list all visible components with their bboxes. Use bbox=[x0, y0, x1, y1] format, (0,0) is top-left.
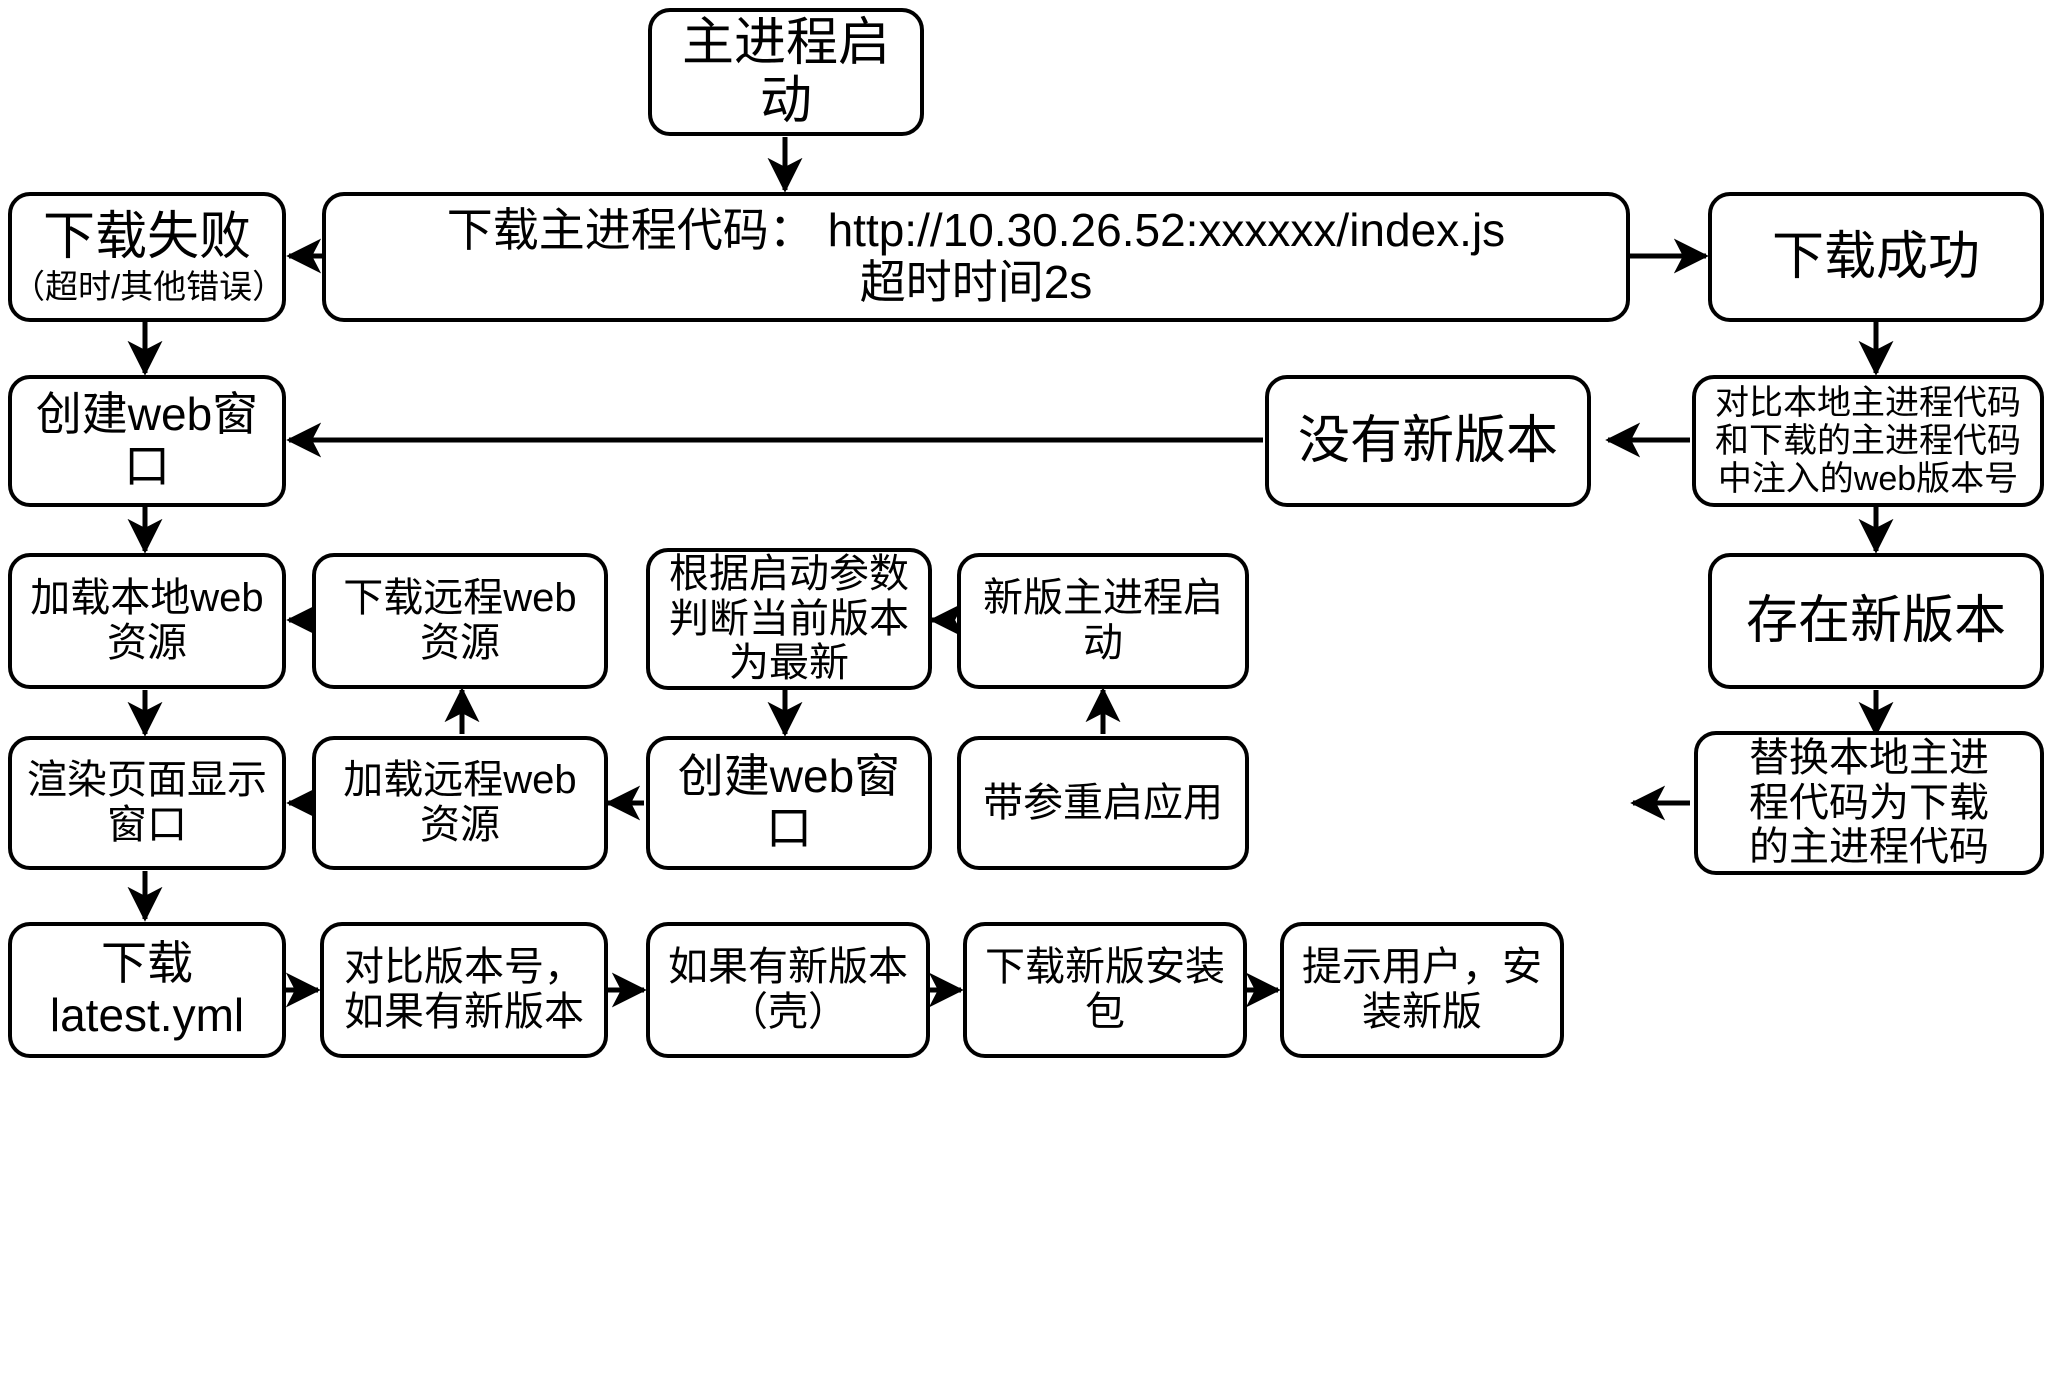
node-label: 下载主进程代码： http://10.30.26.52:xxxxxx/index… bbox=[446, 204, 1506, 308]
node-label: 下载成功 bbox=[1771, 227, 1980, 286]
node-create-web-window[interactable]: 创建web窗口 bbox=[8, 375, 286, 507]
node-no-new-version[interactable]: 没有新版本 bbox=[1265, 375, 1591, 507]
node-download-new-installer[interactable]: 下载新版安装 包 bbox=[963, 922, 1247, 1058]
node-label: 提示用户，安 装新版 bbox=[1302, 945, 1542, 1034]
node-notify-user-install[interactable]: 提示用户，安 装新版 bbox=[1280, 922, 1564, 1058]
node-label: 下载失败 bbox=[42, 208, 251, 267]
node-label: 新版主进程启 动 bbox=[983, 576, 1223, 665]
node-label: 下载远程web 资源 bbox=[343, 576, 577, 665]
node-label: 带参重启应用 bbox=[983, 780, 1223, 825]
node-label: 加载本地web 资源 bbox=[30, 576, 264, 665]
node-label: 创建web窗口 bbox=[677, 750, 901, 854]
node-if-new-version-shell[interactable]: 如果有新版本 （壳） bbox=[646, 922, 930, 1058]
node-label: 渲染页面显示 窗口 bbox=[27, 758, 267, 847]
node-label: 下载新版安装 包 bbox=[985, 945, 1225, 1034]
node-download-success[interactable]: 下载成功 bbox=[1708, 192, 2044, 322]
node-label: 根据启动参数 判断当前版本 为最新 bbox=[669, 551, 909, 686]
node-load-remote-web-resource[interactable]: 加载远程web 资源 bbox=[312, 736, 608, 870]
node-compare-version-number[interactable]: 对比版本号， 如果有新版本 bbox=[320, 922, 608, 1058]
node-download-latest-yml[interactable]: 下载latest.yml bbox=[8, 922, 286, 1058]
node-load-local-web-resource[interactable]: 加载本地web 资源 bbox=[8, 553, 286, 689]
node-label: 如果有新版本 （壳） bbox=[668, 945, 908, 1034]
node-label: 存在新版本 bbox=[1745, 591, 2006, 650]
node-sublabel: （超时/其他错误） bbox=[12, 267, 286, 305]
node-download-remote-web-resource[interactable]: 下载远程web 资源 bbox=[312, 553, 608, 689]
node-label: 加载远程web 资源 bbox=[343, 758, 577, 847]
node-render-page-show-window[interactable]: 渲染页面显示 窗口 bbox=[8, 736, 286, 870]
node-new-main-process-start[interactable]: 新版主进程启 动 bbox=[957, 553, 1249, 689]
node-label: 创建web窗口 bbox=[35, 388, 259, 492]
node-label: 对比版本号， 如果有新版本 bbox=[344, 945, 584, 1034]
node-restart-app-with-params[interactable]: 带参重启应用 bbox=[957, 736, 1249, 870]
node-download-main-process-code[interactable]: 下载主进程代码： http://10.30.26.52:xxxxxx/index… bbox=[322, 192, 1630, 322]
node-download-failed[interactable]: 下载失败 （超时/其他错误） bbox=[8, 192, 286, 322]
node-main-process-start[interactable]: 主进程启动 bbox=[648, 8, 924, 136]
node-label: 主进程启动 bbox=[681, 13, 890, 130]
node-label: 没有新版本 bbox=[1297, 411, 1558, 470]
node-replace-local-main-process-code[interactable]: 替换本地主进 程代码为下载 的主进程代码 bbox=[1694, 731, 2044, 875]
node-label: 替换本地主进 程代码为下载 的主进程代码 bbox=[1749, 735, 1989, 870]
node-label: 对比本地主进程代码 和下载的主进程代码 中注入的web版本号 bbox=[1715, 383, 2021, 499]
node-label: 下载latest.yml bbox=[49, 937, 245, 1041]
node-has-new-version[interactable]: 存在新版本 bbox=[1708, 553, 2044, 689]
node-create-web-window-2[interactable]: 创建web窗口 bbox=[646, 736, 932, 870]
node-judge-current-version-latest[interactable]: 根据启动参数 判断当前版本 为最新 bbox=[646, 548, 932, 690]
node-compare-web-version[interactable]: 对比本地主进程代码 和下载的主进程代码 中注入的web版本号 bbox=[1692, 375, 2044, 507]
